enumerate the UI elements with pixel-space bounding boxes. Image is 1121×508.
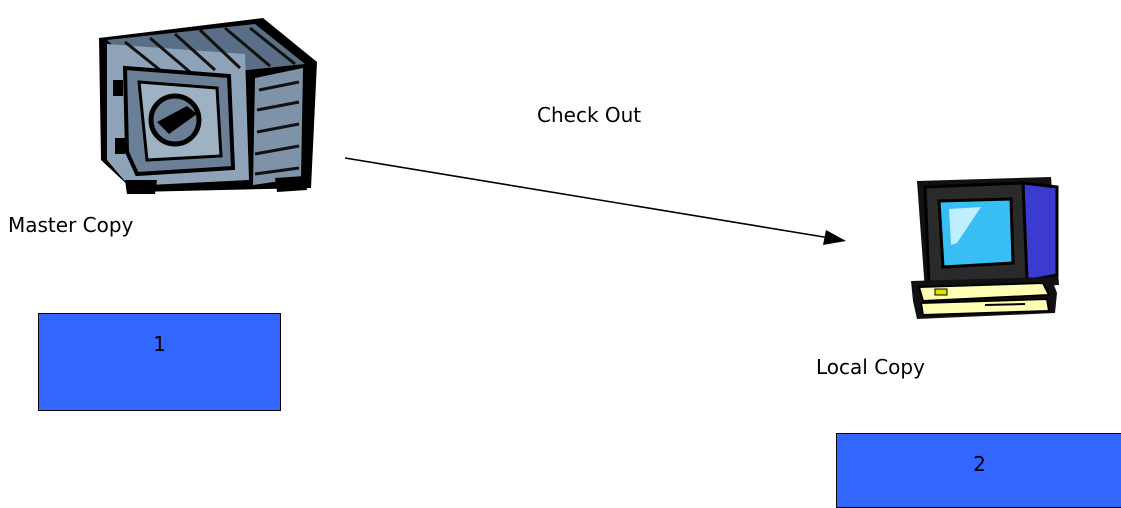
computer-icon xyxy=(905,173,1065,323)
local-copy-label: Local Copy xyxy=(816,355,925,379)
master-copy-label: Master Copy xyxy=(8,213,133,237)
local-version-box: 2 xyxy=(836,433,1121,508)
checkout-arrow xyxy=(340,150,860,250)
safe-icon xyxy=(95,10,325,195)
arrow-label: Check Out xyxy=(537,103,641,127)
master-version-box: 1 xyxy=(38,313,281,411)
